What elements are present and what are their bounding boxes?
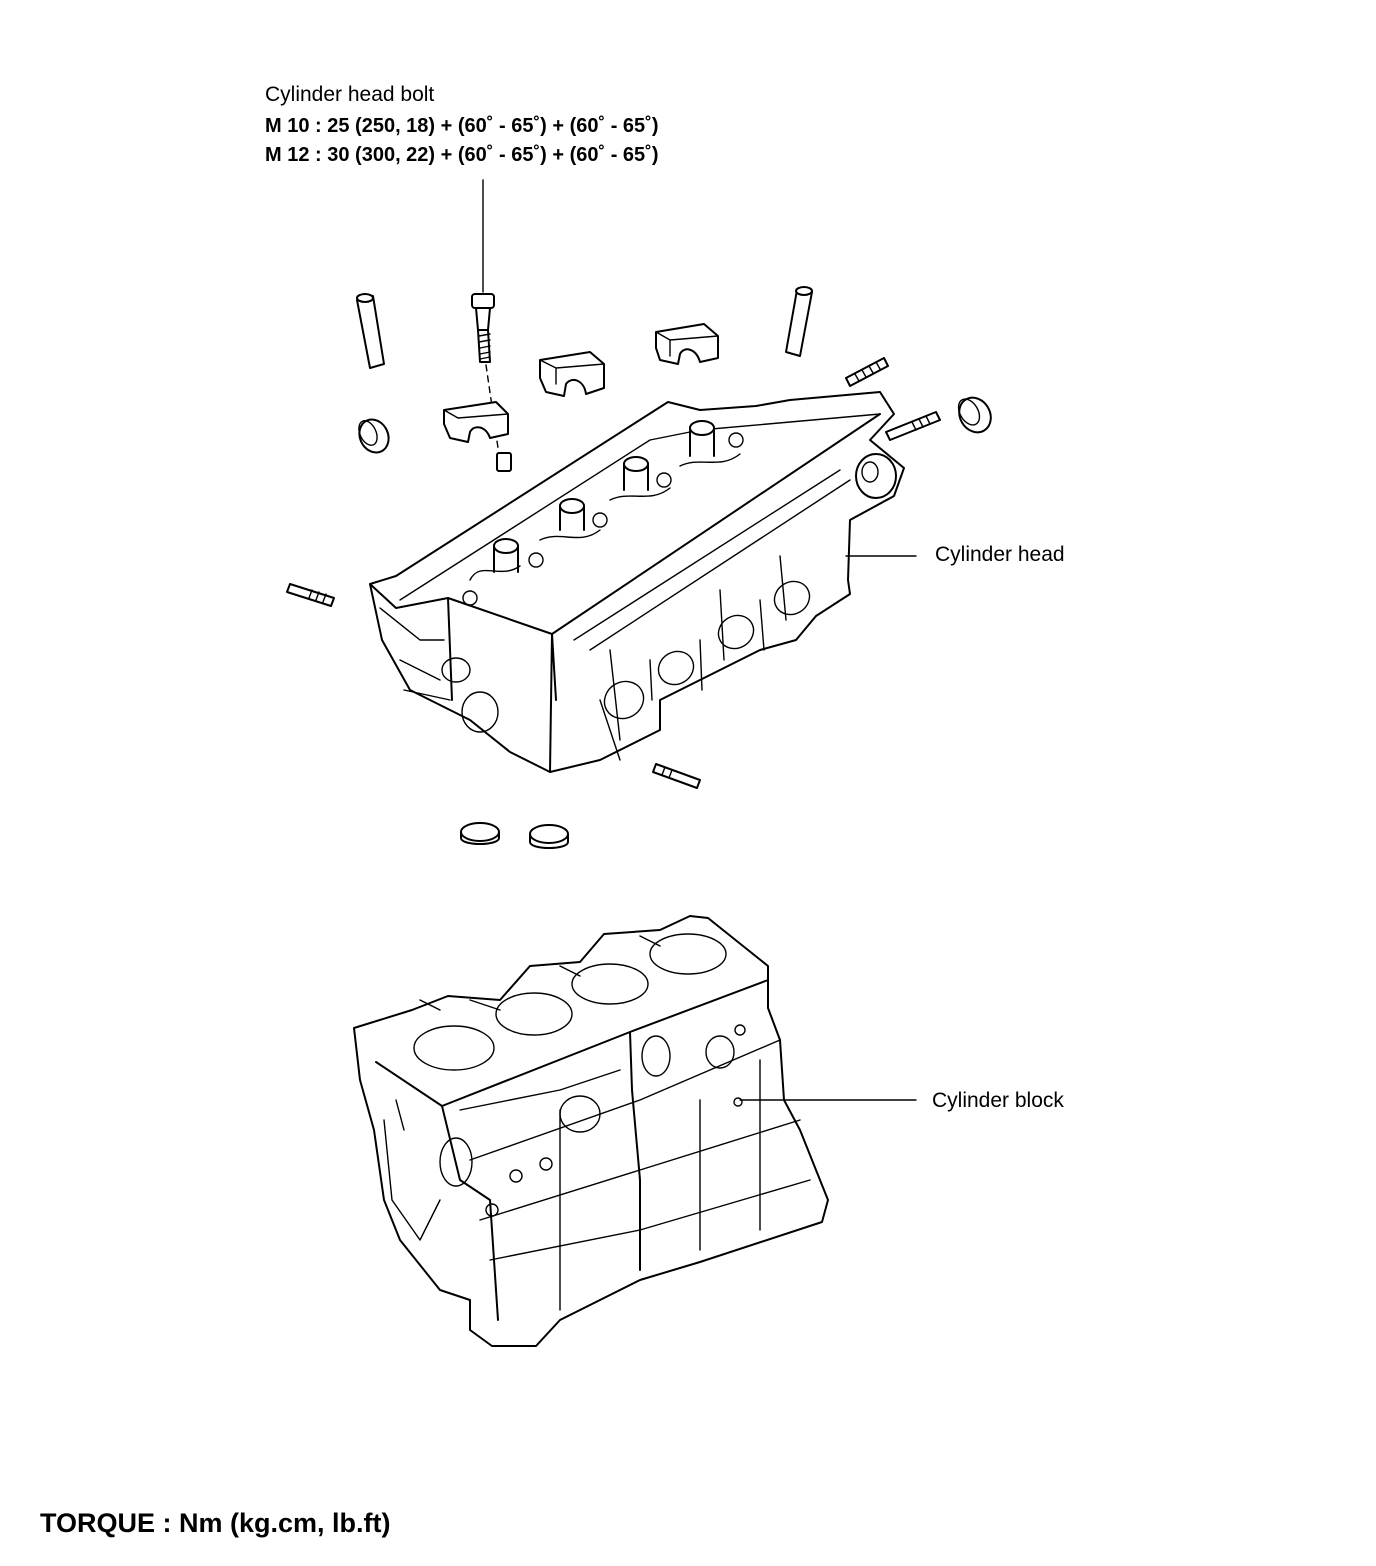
stud-bottom [652, 763, 701, 789]
stud-left [286, 583, 335, 607]
cylinder-head-bolt [471, 293, 495, 363]
seat-ring-1 [460, 822, 500, 845]
head-bolt-spec-m10: M 10 : 25 (250, 18) + (60˚ - 65˚) + (60˚… [265, 115, 659, 137]
cylinder-head [369, 391, 905, 773]
cylinder-head-label: Cylinder head [935, 543, 1065, 566]
bearing-cap-2 [655, 323, 719, 365]
cylinder-block [353, 915, 829, 1347]
stud-upper-right [845, 357, 889, 387]
torque-units-footer: TORQUE : Nm (kg.cm, lb.ft) [40, 1508, 391, 1538]
head-bolt-title: Cylinder head bolt [265, 83, 435, 106]
bearing-cap-1 [539, 351, 605, 397]
plug-left [358, 418, 390, 454]
valve-guide-left [356, 293, 385, 369]
cylinder-block-label: Cylinder block [932, 1089, 1064, 1112]
stud-right [885, 411, 941, 441]
bearing-cap-3 [443, 401, 512, 472]
valve-guide-right [785, 286, 813, 357]
seat-ring-2 [529, 824, 569, 849]
head-bolt-spec-m12: M 12 : 30 (300, 22) + (60˚ - 65˚) + (60˚… [265, 144, 659, 166]
plug-right [957, 396, 992, 434]
